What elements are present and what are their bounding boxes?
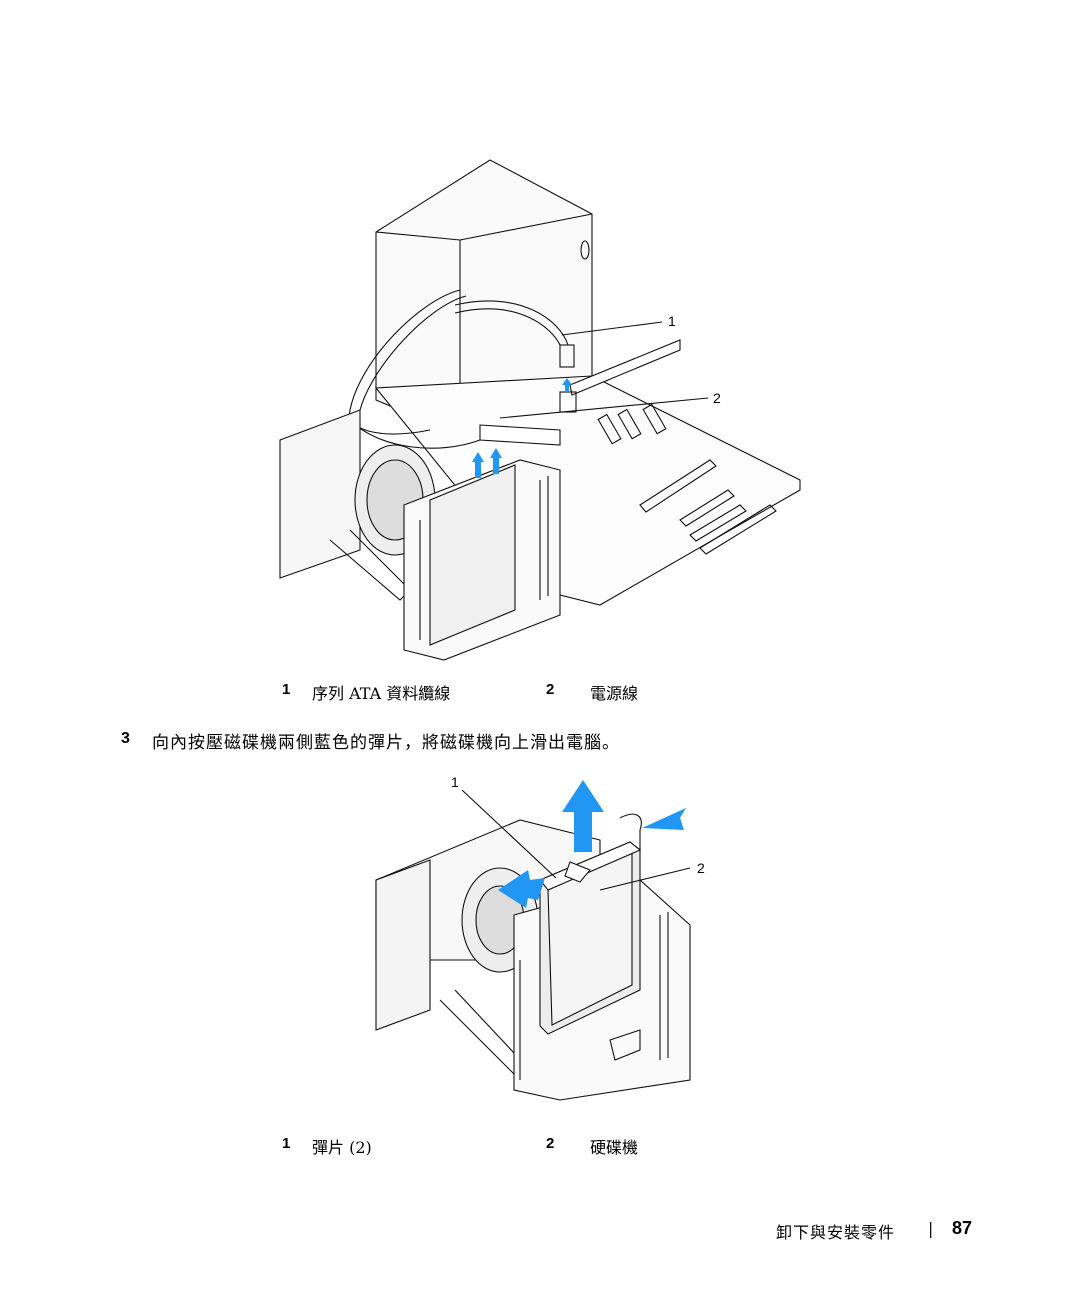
footer-section-title: 卸下與安裝零件	[776, 1223, 896, 1242]
drive-cage	[403, 459, 561, 661]
legend-label-sata-cable: 序列 ATA 資料纜線	[312, 684, 451, 703]
legend-number: 1	[282, 681, 291, 698]
legend-label-power-cable: 電源線	[590, 684, 639, 703]
callout-1: 1	[451, 774, 459, 790]
step-instruction: 向內按壓磁碟機兩側藍色的彈片，將磁碟機向上滑出電腦。	[152, 733, 620, 753]
footer-separator: |	[928, 1219, 935, 1238]
hard-drive	[539, 813, 642, 1035]
step-number: 3	[121, 730, 130, 747]
up-arrow-icon	[562, 780, 604, 852]
callout-1: 1	[668, 313, 676, 329]
right-arrow-icon	[498, 870, 545, 908]
legend-label-hard-drive: 硬碟機	[590, 1138, 639, 1157]
arrow-icon	[498, 780, 686, 908]
legend-number: 2	[546, 681, 555, 698]
power-cable	[349, 391, 577, 449]
page-number: 87	[952, 1218, 973, 1238]
callout-2: 2	[697, 860, 705, 876]
left-arrow-icon	[642, 808, 686, 830]
up-arrow-icon	[472, 378, 572, 478]
legend-label-tabs: 彈片 (2)	[312, 1138, 372, 1157]
sata-cable	[349, 289, 575, 435]
legend-number: 2	[546, 1135, 555, 1152]
legend-number: 1	[282, 1135, 291, 1152]
callout-2: 2	[713, 390, 721, 406]
